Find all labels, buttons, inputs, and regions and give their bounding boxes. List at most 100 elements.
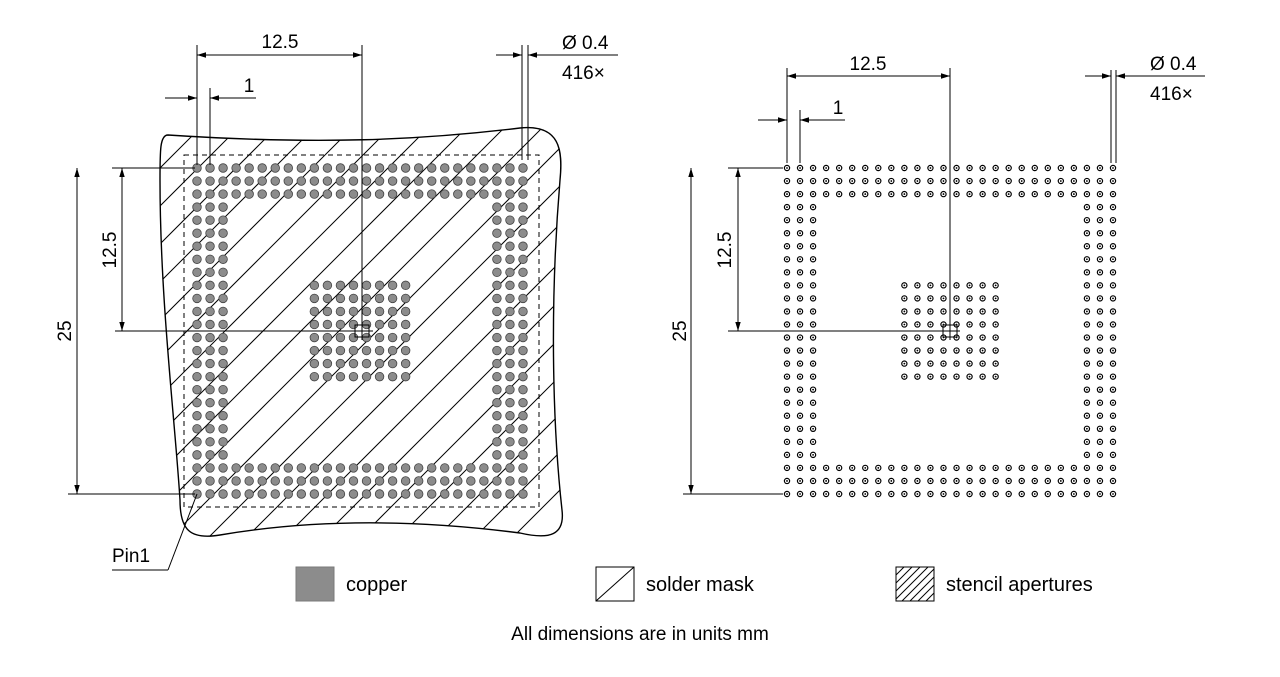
- pad-center-dot: [786, 167, 788, 169]
- pad-center-dot: [1046, 493, 1049, 495]
- pad: [348, 293, 359, 304]
- pad: [205, 241, 215, 251]
- pad: [413, 463, 424, 473]
- pad: [257, 476, 267, 486]
- hatch-line: [984, 120, 1280, 560]
- pad: [466, 476, 476, 486]
- pad-center-dot: [812, 180, 814, 182]
- pad: [192, 450, 202, 460]
- pad-center-dot: [1112, 349, 1114, 352]
- pad-center-dot: [786, 388, 788, 391]
- pad-center-dot: [1086, 493, 1088, 495]
- pad-center-dot: [1086, 427, 1088, 430]
- pad-center-dot: [994, 467, 997, 469]
- pad: [466, 489, 476, 499]
- pad-center-dot: [812, 453, 814, 456]
- pad-center-dot: [799, 336, 801, 339]
- pad: [518, 319, 528, 330]
- pad-center-dot: [942, 349, 945, 352]
- pad: [492, 450, 502, 460]
- pad-center-dot: [981, 375, 984, 378]
- pad-center-dot: [1086, 440, 1088, 443]
- hatch-line: [413, 127, 563, 537]
- pad-center-dot: [916, 480, 919, 482]
- pad: [309, 189, 320, 199]
- pad-center-dot: [786, 427, 788, 430]
- pad: [296, 463, 307, 473]
- pad-center-dot: [1112, 206, 1114, 209]
- pad: [427, 463, 437, 473]
- pad: [505, 254, 515, 264]
- pad: [231, 163, 241, 173]
- pad: [322, 293, 333, 304]
- pad-center-dot: [955, 349, 958, 352]
- pad: [374, 293, 385, 304]
- pad-center-dot: [877, 467, 880, 469]
- pad-center-dot: [786, 401, 788, 404]
- pad: [348, 371, 359, 382]
- pad-center-dot: [994, 493, 997, 495]
- pad: [335, 476, 346, 486]
- pad-center-dot: [1033, 193, 1036, 195]
- pad: [505, 306, 515, 317]
- pad: [244, 189, 254, 199]
- pad-center-dot: [786, 480, 788, 482]
- pad: [492, 163, 502, 173]
- pad: [218, 306, 228, 317]
- pad-center-dot: [903, 467, 906, 469]
- pad: [387, 358, 398, 369]
- hatch-line: [375, 127, 563, 537]
- pad: [192, 306, 202, 317]
- pad: [387, 163, 398, 173]
- pad-center-dot: [994, 375, 997, 378]
- pad-center-dot: [1099, 414, 1101, 417]
- pad-center-dot: [786, 375, 788, 378]
- pad: [205, 384, 215, 395]
- pad-center-dot: [916, 375, 919, 378]
- pad-center-dot: [942, 480, 945, 482]
- pad: [309, 345, 320, 356]
- pad: [218, 189, 228, 199]
- pad: [518, 215, 528, 225]
- pad-center-dot: [968, 467, 971, 469]
- pad: [387, 332, 398, 343]
- pad-center-dot: [1086, 388, 1088, 391]
- hatch-line: [908, 120, 1280, 560]
- pad: [270, 489, 280, 499]
- pad: [205, 411, 215, 421]
- pad: [374, 306, 385, 317]
- pad: [492, 437, 502, 447]
- pad-center-dot: [799, 480, 801, 482]
- pad-center-dot: [955, 493, 958, 495]
- pad-center-dot: [942, 297, 945, 300]
- pad-center-dot: [1046, 480, 1049, 482]
- pad-center-dot: [981, 323, 984, 326]
- pad: [466, 163, 476, 173]
- pad-center-dot: [903, 375, 906, 378]
- pad: [413, 489, 424, 499]
- right-dimensions: [683, 68, 1205, 495]
- pad: [192, 202, 202, 212]
- pad-center-dot: [981, 180, 984, 182]
- hatch-line: [160, 127, 475, 537]
- pad: [505, 463, 515, 473]
- pad: [400, 358, 411, 369]
- left-footprint: 12.5 1 Ø 0.4 416× 12.5 25 Pin1: [55, 32, 1280, 571]
- pad-center-dot: [903, 480, 906, 482]
- hatch-line: [160, 127, 247, 537]
- pad: [387, 176, 398, 186]
- pad-center-dot: [1086, 219, 1088, 222]
- pad-center-dot: [903, 310, 906, 313]
- left-full-height-label: 25: [55, 320, 76, 341]
- pad: [518, 424, 528, 434]
- pad-center-dot: [1099, 427, 1101, 430]
- pad-center-dot: [838, 193, 841, 195]
- pad: [427, 163, 437, 173]
- pad-center-dot: [1099, 193, 1101, 195]
- pad-center-dot: [1072, 167, 1075, 169]
- pad: [505, 384, 515, 395]
- pad: [192, 476, 202, 486]
- pad-center-dot: [916, 167, 919, 169]
- pad-center-dot: [929, 297, 932, 300]
- pad-center-dot: [1112, 440, 1114, 443]
